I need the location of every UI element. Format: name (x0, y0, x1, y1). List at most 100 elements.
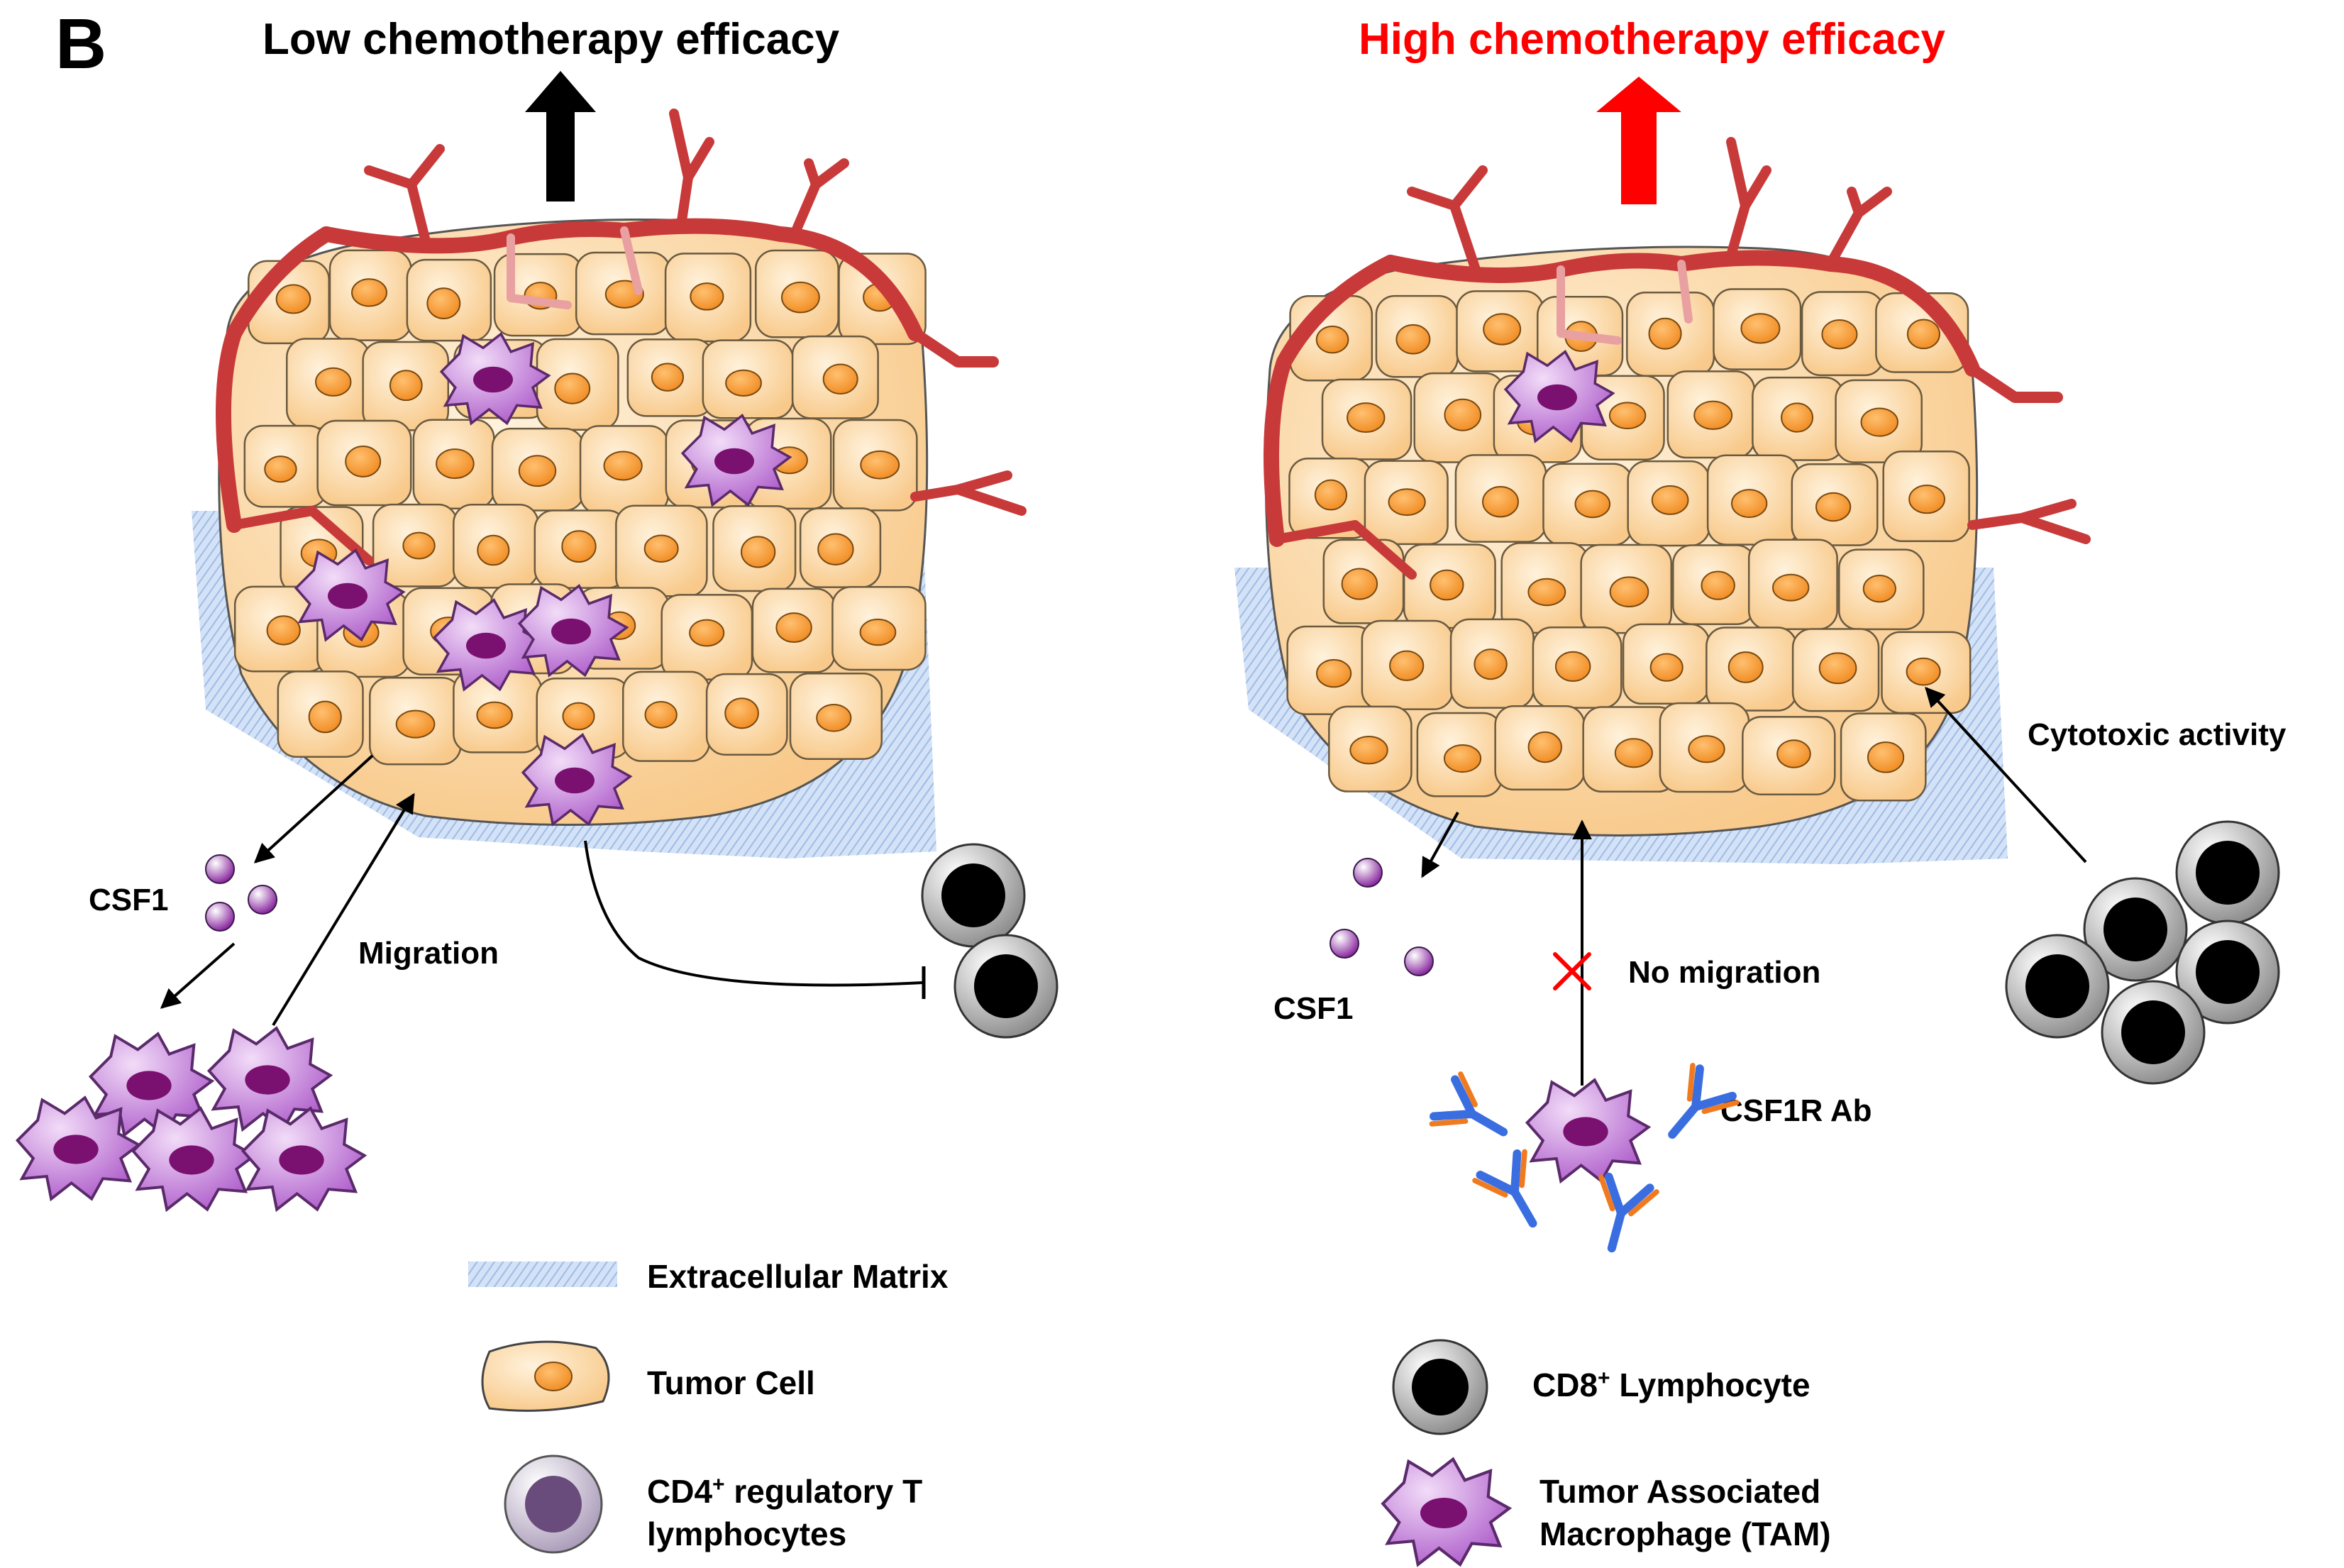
tumor-cell-nucleus (690, 282, 724, 311)
tumor-cell-nucleus (1731, 489, 1768, 519)
tumor-cell-nucleus (741, 536, 776, 568)
tumor-cell-nucleus (476, 701, 513, 729)
tumor-cell-nucleus (1341, 568, 1378, 600)
tumor-cell-nucleus (859, 618, 897, 646)
tumor-cell-nucleus (518, 455, 557, 487)
left-csf1-label: CSF1 (89, 883, 168, 917)
tumor-cell-nucleus (1649, 653, 1684, 682)
tumor-cell-nucleus (1527, 578, 1566, 607)
left-efficacy-arrow (525, 71, 596, 201)
left-arrows (160, 754, 926, 1027)
tumor-cell-nucleus (436, 448, 475, 480)
no-migration-cross-icon (1553, 952, 1591, 990)
tumor-cell-nucleus (1908, 484, 1945, 514)
right-tam-with-antibodies (1430, 1064, 1738, 1255)
tumor-cell-nucleus (351, 278, 388, 307)
left-panel: Low chemotherapy efficacy (16, 15, 1058, 1211)
legend-tumor-cell-swatch (481, 1340, 610, 1412)
tumor-cell-nucleus (822, 363, 858, 395)
tumor-cell-nucleus (1430, 569, 1464, 601)
tumor-cell-nucleus (1781, 402, 1814, 433)
tumor-cell-nucleus (643, 534, 679, 563)
tumor-cell-nucleus (689, 619, 725, 647)
tumor-cell-nucleus (1347, 402, 1386, 434)
tumor-cell-nucleus (266, 615, 301, 646)
legend-cd8-swatch (1392, 1339, 1488, 1435)
tumor-cell-nucleus (1651, 485, 1689, 515)
tumor-cell-nucleus (775, 612, 812, 644)
tumor-cell-nucleus (345, 446, 382, 477)
tumor-cell-nucleus (724, 697, 759, 729)
tumor-cell-nucleus (389, 370, 423, 402)
tumor-cell-nucleus (1860, 407, 1898, 437)
tumor-cell-nucleus (554, 372, 591, 404)
legend-tam-label-line2: Macrophage (TAM) (1539, 1515, 1831, 1552)
tumor-cell-nucleus (315, 367, 352, 397)
tumor-cell-nucleus (308, 700, 342, 734)
left-title: Low chemotherapy efficacy (262, 15, 840, 64)
left-tam-cluster (16, 1027, 366, 1211)
right-efficacy-arrow (1596, 77, 1681, 204)
tumor-cell-nucleus (1395, 324, 1431, 355)
right-title: High chemotherapy efficacy (1359, 15, 1945, 64)
tumor-cell-nucleus (651, 363, 685, 392)
right-blood-vessels (1264, 137, 2091, 580)
tumor-cell-nucleus (1772, 573, 1810, 602)
left-cd8-cells (921, 843, 1058, 1039)
csf1r-antibody-label: CSF1R Ab (1720, 1093, 1872, 1128)
tumor-cell-nucleus (275, 284, 311, 314)
cytotoxic-activity-label: Cytotoxic activity (2028, 717, 2287, 752)
tumor-cell-nucleus (1701, 570, 1735, 600)
legend-treg-label-line2: lymphocytes (647, 1515, 846, 1552)
right-cd8-cluster (2005, 820, 2280, 1085)
right-csf1-label: CSF1 (1273, 991, 1353, 1026)
tumor-cell-nucleus (1444, 398, 1482, 431)
tumor-cell-nucleus (477, 534, 510, 566)
legend-tam-swatch (1383, 1459, 1509, 1565)
tumor-cell-nucleus (644, 701, 678, 729)
tumor-cell-nucleus (561, 530, 597, 563)
tumor-cell-nucleus (1815, 492, 1852, 522)
tumor-cell-nucleus (1688, 735, 1725, 763)
panel-letter: B (55, 4, 106, 84)
right-panel: High chemotherapy efficacy (1234, 15, 2287, 1256)
tumor-cell-nucleus (1740, 313, 1781, 344)
tumor-cell-nucleus (1609, 576, 1649, 608)
tumor-cell-nucleus (1389, 650, 1425, 681)
tumor-cell-nucleus (1527, 731, 1562, 763)
legend: Extracellular Matrix Tumor Cell CD4+ reg… (468, 1258, 1831, 1564)
tumor-cell-nucleus (1443, 744, 1482, 773)
tumor-cell-nucleus (1388, 488, 1426, 517)
tumor-cell-nucleus (1314, 479, 1348, 511)
tumor-cell-nucleus (395, 710, 436, 739)
legend-tumor-cell-label: Tumor Cell (647, 1364, 815, 1401)
tumor-cell-nucleus (1349, 736, 1388, 765)
tumor-cell-nucleus (1482, 485, 1519, 518)
left-csf1-molecules (205, 854, 277, 932)
tumor-cell-nucleus (1554, 651, 1591, 683)
no-migration-label: No migration (1628, 955, 1820, 990)
tumor-cell-nucleus (860, 450, 900, 480)
tumor-cell-nucleus (817, 533, 854, 565)
tumor-cell-nucleus (781, 281, 820, 314)
left-blood-vessels (216, 109, 1027, 565)
tumor-cell-nucleus (1818, 652, 1857, 685)
tumor-cell-nucleus (1862, 575, 1896, 603)
tumor-cell-nucleus (1727, 651, 1764, 683)
tumor-cell-nucleus (1474, 648, 1508, 680)
tumor-cell-nucleus (603, 451, 643, 481)
legend-cd8-label: CD8+ Lymphocyte (1532, 1367, 1810, 1404)
tumor-cell-nucleus (402, 531, 436, 560)
tumor-cell-nucleus (1776, 739, 1811, 768)
tumor-cell-nucleus (725, 369, 762, 397)
legend-treg-swatch (504, 1454, 603, 1554)
tumor-cell-nucleus (1316, 658, 1352, 688)
tumor-cell-nucleus (1867, 741, 1905, 773)
tumor-cell-nucleus (1574, 490, 1611, 519)
left-migration-label: Migration (358, 936, 499, 971)
legend-ecm-label: Extracellular Matrix (647, 1258, 949, 1295)
tumor-cell-nucleus (1648, 317, 1682, 350)
legend-ecm-swatch (468, 1261, 617, 1287)
tumor-cell-nucleus (1315, 325, 1349, 354)
